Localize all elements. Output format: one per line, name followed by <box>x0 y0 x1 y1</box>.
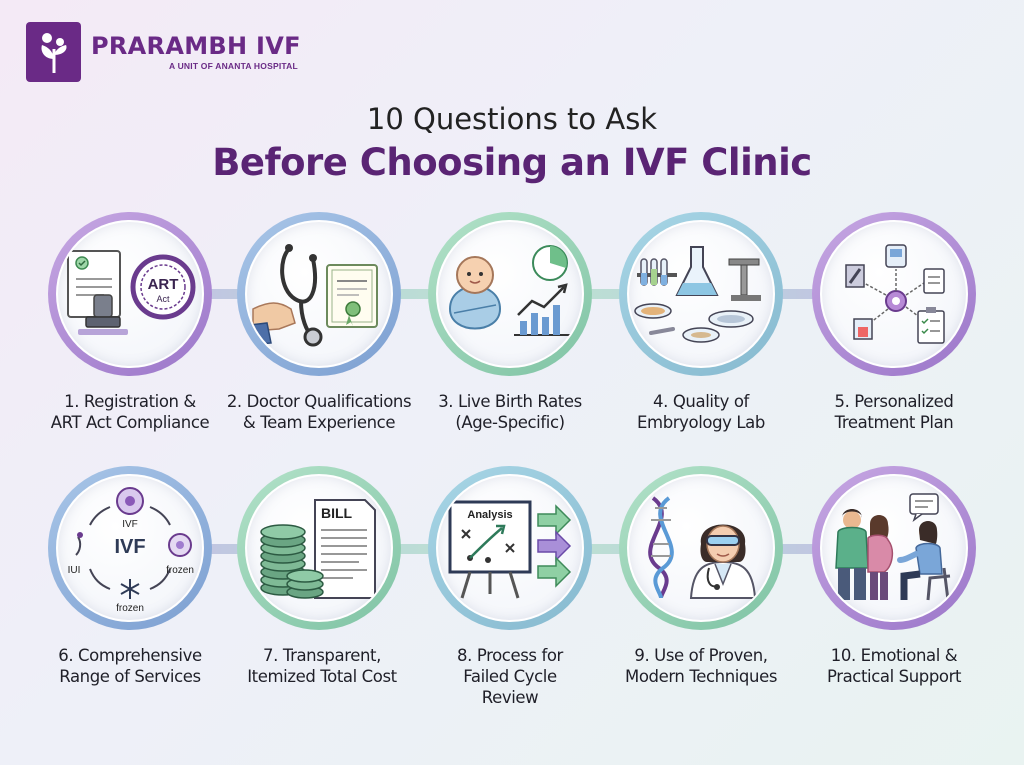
item-4-circle <box>619 212 783 376</box>
art-badge-subtext: Act <box>156 294 170 304</box>
item-9-circle <box>619 466 783 630</box>
item-4-label: 4. Quality of Embryology Lab <box>637 392 765 432</box>
brand-name: PRARAMBH IVF <box>91 32 301 60</box>
iui-label: IUI <box>68 565 81 576</box>
item-6-circle: IVF IVF IUI frozen frozen <box>48 466 212 630</box>
item-1-label: 1. Registration & ART Act Compliance <box>50 392 210 432</box>
heading-line-1: 10 Questions to Ask <box>366 102 658 136</box>
logo-mark-icon <box>26 22 81 82</box>
item-3-label: 3. Live Birth Rates (Age-Specific) <box>438 392 582 432</box>
item-10-label: 10. Emotional & Practical Support <box>826 646 962 686</box>
item-8-label: 8. Process for Failed Cycle Review <box>457 646 563 707</box>
item-5-circle <box>812 212 976 376</box>
item-3-circle <box>428 212 592 376</box>
stethoscope-icon <box>249 244 378 347</box>
item-6-label: 6. Comprehensive Range of Services <box>58 646 202 686</box>
brand-logo: PRARAMBH IVF A UNIT OF ANANTA HOSPITAL <box>26 22 301 82</box>
item-8-circle: Analysis <box>428 466 592 630</box>
ivf-center-label: IVF <box>114 536 145 558</box>
frozen-bottom-label: frozen <box>116 603 144 613</box>
item-2-label: 2. Doctor Qualifications & Team Experien… <box>226 392 412 432</box>
counseling-icon <box>835 493 951 601</box>
item-9-label: 9. Use of Proven, Modern Techniques <box>624 646 778 686</box>
services-cycle-icon: IVF IVF IUI frozen frozen <box>68 487 194 613</box>
item-5-label: 5. Personalized Treatment Plan <box>834 392 954 432</box>
bill-coins-icon: BILL <box>260 499 376 599</box>
item-1-circle: ART Act <box>48 212 212 376</box>
item-7-label: 7. Transparent, Itemized Total Cost <box>247 646 397 686</box>
art-badge-text: ART <box>148 276 179 293</box>
certificate-stamp-icon: ART Act <box>67 250 196 335</box>
lab-equipment-icon <box>634 246 761 343</box>
brand-tagline: A UNIT OF ANANTA HOSPITAL <box>169 61 298 71</box>
item-7-circle: BILL <box>237 466 401 630</box>
item-2-circle <box>237 212 401 376</box>
ivf-top-label: IVF <box>122 519 138 530</box>
heading-line-2: Before Choosing an IVF Clinic <box>212 141 812 184</box>
bill-text: BILL <box>321 505 353 521</box>
baby-chart-icon <box>448 245 574 336</box>
dna-scientist-icon <box>648 496 757 599</box>
item-10-circle <box>812 466 976 630</box>
analysis-board-icon: Analysis <box>448 500 572 599</box>
frozen-right-label: frozen <box>166 565 194 576</box>
analysis-board-text: Analysis <box>467 509 512 521</box>
treatment-plan-icon <box>845 244 945 344</box>
